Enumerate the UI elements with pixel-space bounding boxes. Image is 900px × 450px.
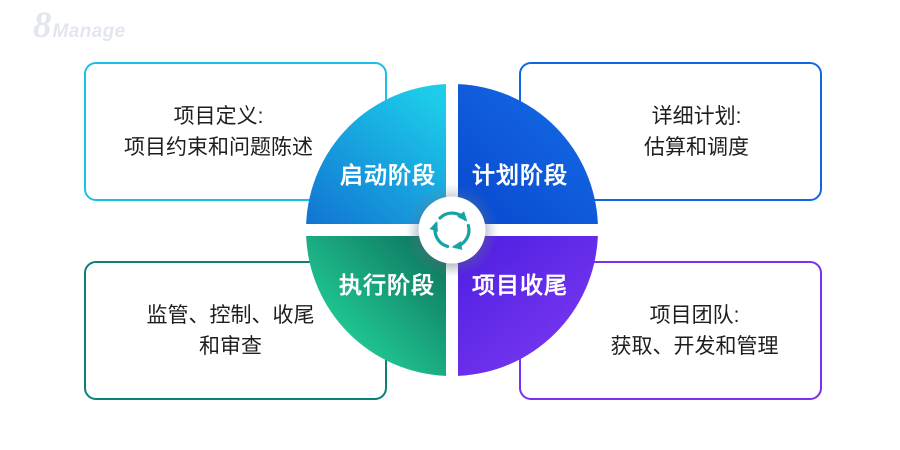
card-line: 监管、控制、收尾	[146, 303, 315, 327]
wheel-segment-closing	[458, 236, 598, 376]
wheel-segment-execution	[306, 236, 446, 376]
cycle-arrows-icon	[429, 211, 471, 250]
segment-label-closing: 项目收尾	[472, 272, 568, 298]
segment-label-initiation: 启动阶段	[340, 162, 436, 188]
card-line: 项目团队:	[649, 303, 740, 327]
logo-text: Manage	[52, 21, 126, 42]
logo: 8 Manage	[33, 6, 126, 46]
segment-label-execution: 执行阶段	[339, 272, 435, 298]
card-line: 估算和调度	[644, 135, 749, 159]
segment-label-planning: 计划阶段	[472, 162, 568, 188]
card-line: 详细计划:	[651, 104, 742, 128]
card-initiation-text: 项目定义: 项目约束和问题陈述	[124, 101, 347, 163]
card-closing-text: 项目团队: 获取、开发和管理	[563, 300, 779, 362]
card-initiation: 项目定义: 项目约束和问题陈述	[84, 62, 387, 201]
hub-circle	[418, 196, 486, 264]
card-line: 项目定义:	[173, 104, 264, 128]
card-planning-text: 详细计划: 估算和调度	[592, 101, 749, 163]
card-line: 和审查	[199, 334, 262, 358]
logo-mark: 8	[33, 5, 52, 46]
wheel-segment-planning	[458, 84, 598, 224]
card-line: 获取、开发和管理	[610, 334, 779, 358]
card-execution-text: 监管、控制、收尾 和审查	[147, 300, 325, 362]
card-line: 项目约束和问题陈述	[124, 135, 313, 159]
wheel-segment-initiation	[306, 84, 446, 224]
phase-wheel	[306, 84, 598, 376]
